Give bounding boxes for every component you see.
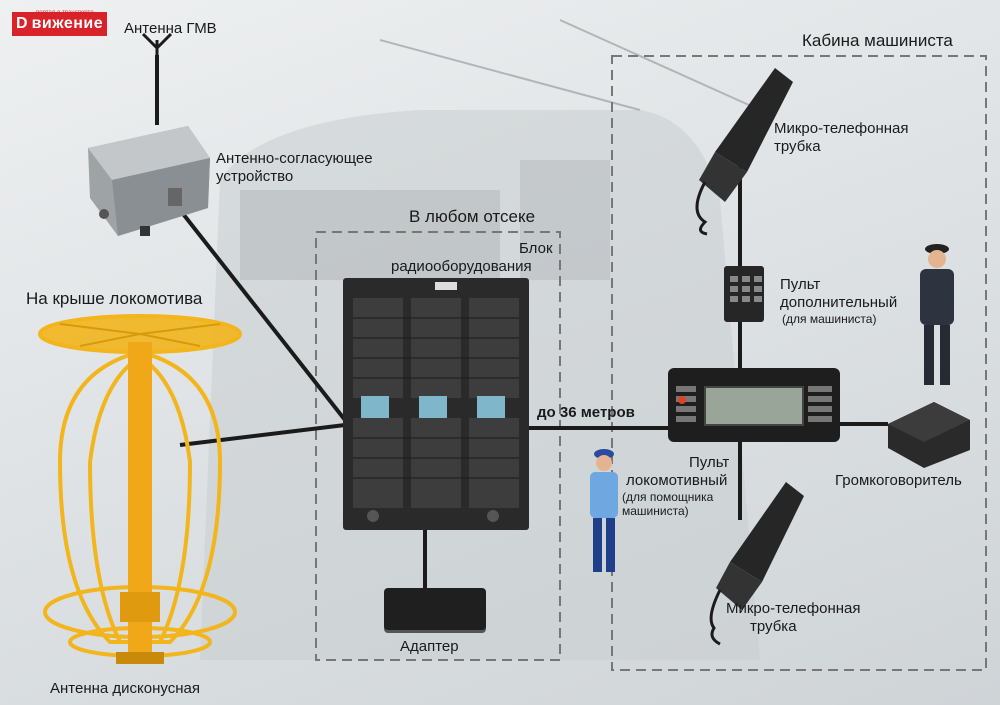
label-handset-bottom-1: Микро-телефонная bbox=[726, 600, 861, 617]
logo-tagline: портал о транспорте bbox=[36, 10, 94, 16]
label-handset-bottom-2: трубка bbox=[750, 618, 797, 635]
label-speaker: Громкоговоритель bbox=[835, 472, 962, 489]
label-extra-console-3: (для машиниста) bbox=[782, 312, 877, 326]
label-disc-antenna: Антенна дисконусная bbox=[50, 680, 200, 697]
logo-word: вижение bbox=[31, 12, 108, 36]
locomotive-console-device bbox=[668, 368, 840, 442]
antenna-matching-device-icon bbox=[88, 126, 210, 236]
label-handset-top-2: трубка bbox=[774, 138, 821, 155]
label-any-compartment: В любом отсеке bbox=[409, 207, 536, 226]
label-extra-console-2: дополнительный bbox=[780, 294, 898, 311]
label-distance: до 36 метров bbox=[537, 404, 635, 421]
radio-block-fins bbox=[353, 282, 519, 522]
radio-equipment-block bbox=[343, 278, 529, 530]
logo-mark: D bbox=[12, 12, 32, 36]
disc-cone-antenna-icon bbox=[38, 314, 242, 664]
speaker-icon bbox=[888, 402, 970, 468]
label-cabin: Кабина машиниста bbox=[802, 31, 953, 50]
label-loco-console-4: машиниста) bbox=[622, 504, 689, 518]
adapter-device bbox=[384, 588, 486, 630]
label-radio-block-1: Блок bbox=[519, 240, 553, 257]
assistant-person-icon bbox=[590, 449, 618, 572]
label-loco-console-1: Пульт bbox=[689, 454, 730, 471]
gmv-antenna-icon bbox=[141, 32, 173, 70]
driver-person-icon bbox=[920, 244, 954, 385]
console-screen bbox=[704, 386, 804, 426]
label-loco-console-3: (для помощника bbox=[622, 490, 714, 504]
handset-bottom-icon bbox=[709, 482, 804, 646]
label-matching-device-2: устройство bbox=[216, 168, 294, 185]
label-antenna-gmv: Антенна ГМВ bbox=[124, 20, 217, 37]
label-radio-block-2: радиооборудования bbox=[391, 258, 532, 275]
handset-top-icon bbox=[695, 68, 793, 236]
portal-logo: портал о транспорте D вижение bbox=[12, 10, 108, 36]
label-matching-device-1: Антенно-согласующее bbox=[216, 150, 373, 167]
label-loco-console-2: локомотивный bbox=[626, 472, 728, 489]
label-handset-top-1: Микро-телефонная bbox=[774, 120, 909, 137]
label-roof: На крыше локомотива bbox=[26, 289, 203, 308]
label-adapter: Адаптер bbox=[400, 638, 459, 655]
extra-console-device bbox=[724, 266, 764, 322]
label-extra-console-1: Пульт bbox=[780, 276, 821, 293]
